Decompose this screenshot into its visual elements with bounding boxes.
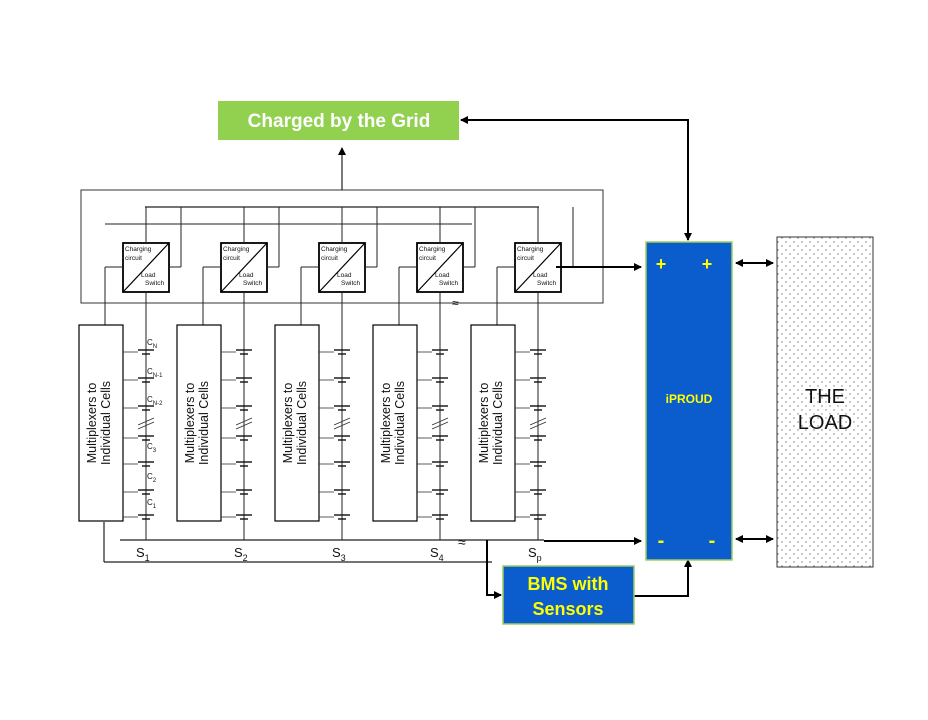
charging-circuit-text: Switch <box>243 280 263 287</box>
multiplexer-label: Individual Cells <box>491 381 505 465</box>
charging-circuit-diagonal <box>318 242 366 293</box>
stack-break <box>529 417 547 426</box>
charging-circuit-text: Charging <box>419 246 446 253</box>
stack-break <box>137 417 155 426</box>
multiplexer-label: Multiplexers to <box>85 383 99 464</box>
charging-circuit-text: Charging <box>223 246 250 253</box>
strings-to-bms-wire <box>486 540 502 599</box>
charging-circuit-diagonal <box>514 242 562 293</box>
charging-circuit-text: circuit <box>419 255 436 262</box>
stack-break <box>235 421 253 430</box>
cell-labels: CN CN-1 CN-2 C3 C2 C1 <box>147 338 163 510</box>
charging-circuit-text: Switch <box>537 280 557 287</box>
iproud-label: iPROUD <box>666 392 713 406</box>
iproud-plus-right: + <box>702 254 713 274</box>
charging-circuit-diagonal <box>122 242 170 293</box>
bms-block: BMS with Sensors <box>502 565 635 625</box>
charging-circuit-text: circuit <box>223 255 240 262</box>
charging-circuit-text: Switch <box>145 280 165 287</box>
charging-circuit-diagonal <box>416 242 464 293</box>
charging-circuit-text: Charging <box>321 246 348 253</box>
cell-label-c3: C3 <box>147 442 157 454</box>
stack-break <box>431 417 449 426</box>
charging-circuit-text: Switch <box>341 280 361 287</box>
cell-label-cn-1: CN-1 <box>147 367 163 379</box>
stack-break <box>137 421 155 430</box>
charging-circuit-text: circuit <box>517 255 534 262</box>
string-label: S3 <box>332 545 346 563</box>
charging-circuit-text: Load <box>337 272 352 279</box>
charging-circuit-text: Charging <box>125 246 152 253</box>
multiplexer-label: Individual Cells <box>393 381 407 465</box>
multiplexer-label: Multiplexers to <box>183 383 197 464</box>
load-label-line1: THE <box>805 386 845 408</box>
bottom-break-mark: ≈ <box>458 534 466 550</box>
load-label-line2: LOAD <box>798 412 852 434</box>
charging-circuit-text: Load <box>141 272 156 279</box>
multiplexer-label: Individual Cells <box>99 381 113 465</box>
multiplexer-box <box>274 324 320 522</box>
iproud-minus-right: - <box>709 530 716 552</box>
string-label: S1 <box>136 545 150 563</box>
stack-break <box>333 417 351 426</box>
multiplexer-box <box>470 324 516 522</box>
cell-label-c2: C2 <box>147 472 157 484</box>
multiplexer-box <box>78 324 124 522</box>
multiplexer-box <box>372 324 418 522</box>
charging-circuit-diagonal <box>220 242 268 293</box>
multiplexer-label: Multiplexers to <box>477 383 491 464</box>
iproud-plus-left: + <box>656 254 667 274</box>
bms-label-line2: Sensors <box>532 599 603 619</box>
grid-charger-label: Charged by the Grid <box>248 111 431 132</box>
string-label: S2 <box>234 545 248 563</box>
multiplexer-label: Multiplexers to <box>281 383 295 464</box>
multiplexer-label: Individual Cells <box>197 381 211 465</box>
multiplexer-box <box>176 324 222 522</box>
cell-label-cn: CN <box>147 338 157 350</box>
charging-circuit-text: Switch <box>439 280 459 287</box>
string-label: S4 <box>430 545 444 563</box>
charging-circuit-text: Load <box>533 272 548 279</box>
charging-circuit-text: Load <box>239 272 254 279</box>
iproud-to-grid-wire <box>460 116 692 241</box>
cell-label-c1: C1 <box>147 498 157 510</box>
bms-label-line1: BMS with <box>528 574 609 594</box>
top-break-mark: ≈ <box>452 296 459 310</box>
stack-break <box>333 421 351 430</box>
iproud-minus-left: - <box>658 530 665 552</box>
grid-charger-box: Charged by the Grid <box>218 101 459 140</box>
string-label: Sp <box>528 545 542 563</box>
load-block: THE LOAD <box>776 236 874 568</box>
stack-break <box>529 421 547 430</box>
charging-circuit-text: Load <box>435 272 450 279</box>
iproud-block: + + iPROUD - - <box>645 241 733 561</box>
stack-break <box>235 417 253 426</box>
bms-to-iproud-wire <box>634 559 692 597</box>
charging-circuit-text: circuit <box>125 255 142 262</box>
cell-label-cn-2: CN-2 <box>147 395 163 407</box>
charging-circuit-text: circuit <box>321 255 338 262</box>
charging-circuit-text: Charging <box>517 246 544 253</box>
stack-break <box>431 421 449 430</box>
multiplexer-label: Individual Cells <box>295 381 309 465</box>
multiplexer-label: Multiplexers to <box>379 383 393 464</box>
